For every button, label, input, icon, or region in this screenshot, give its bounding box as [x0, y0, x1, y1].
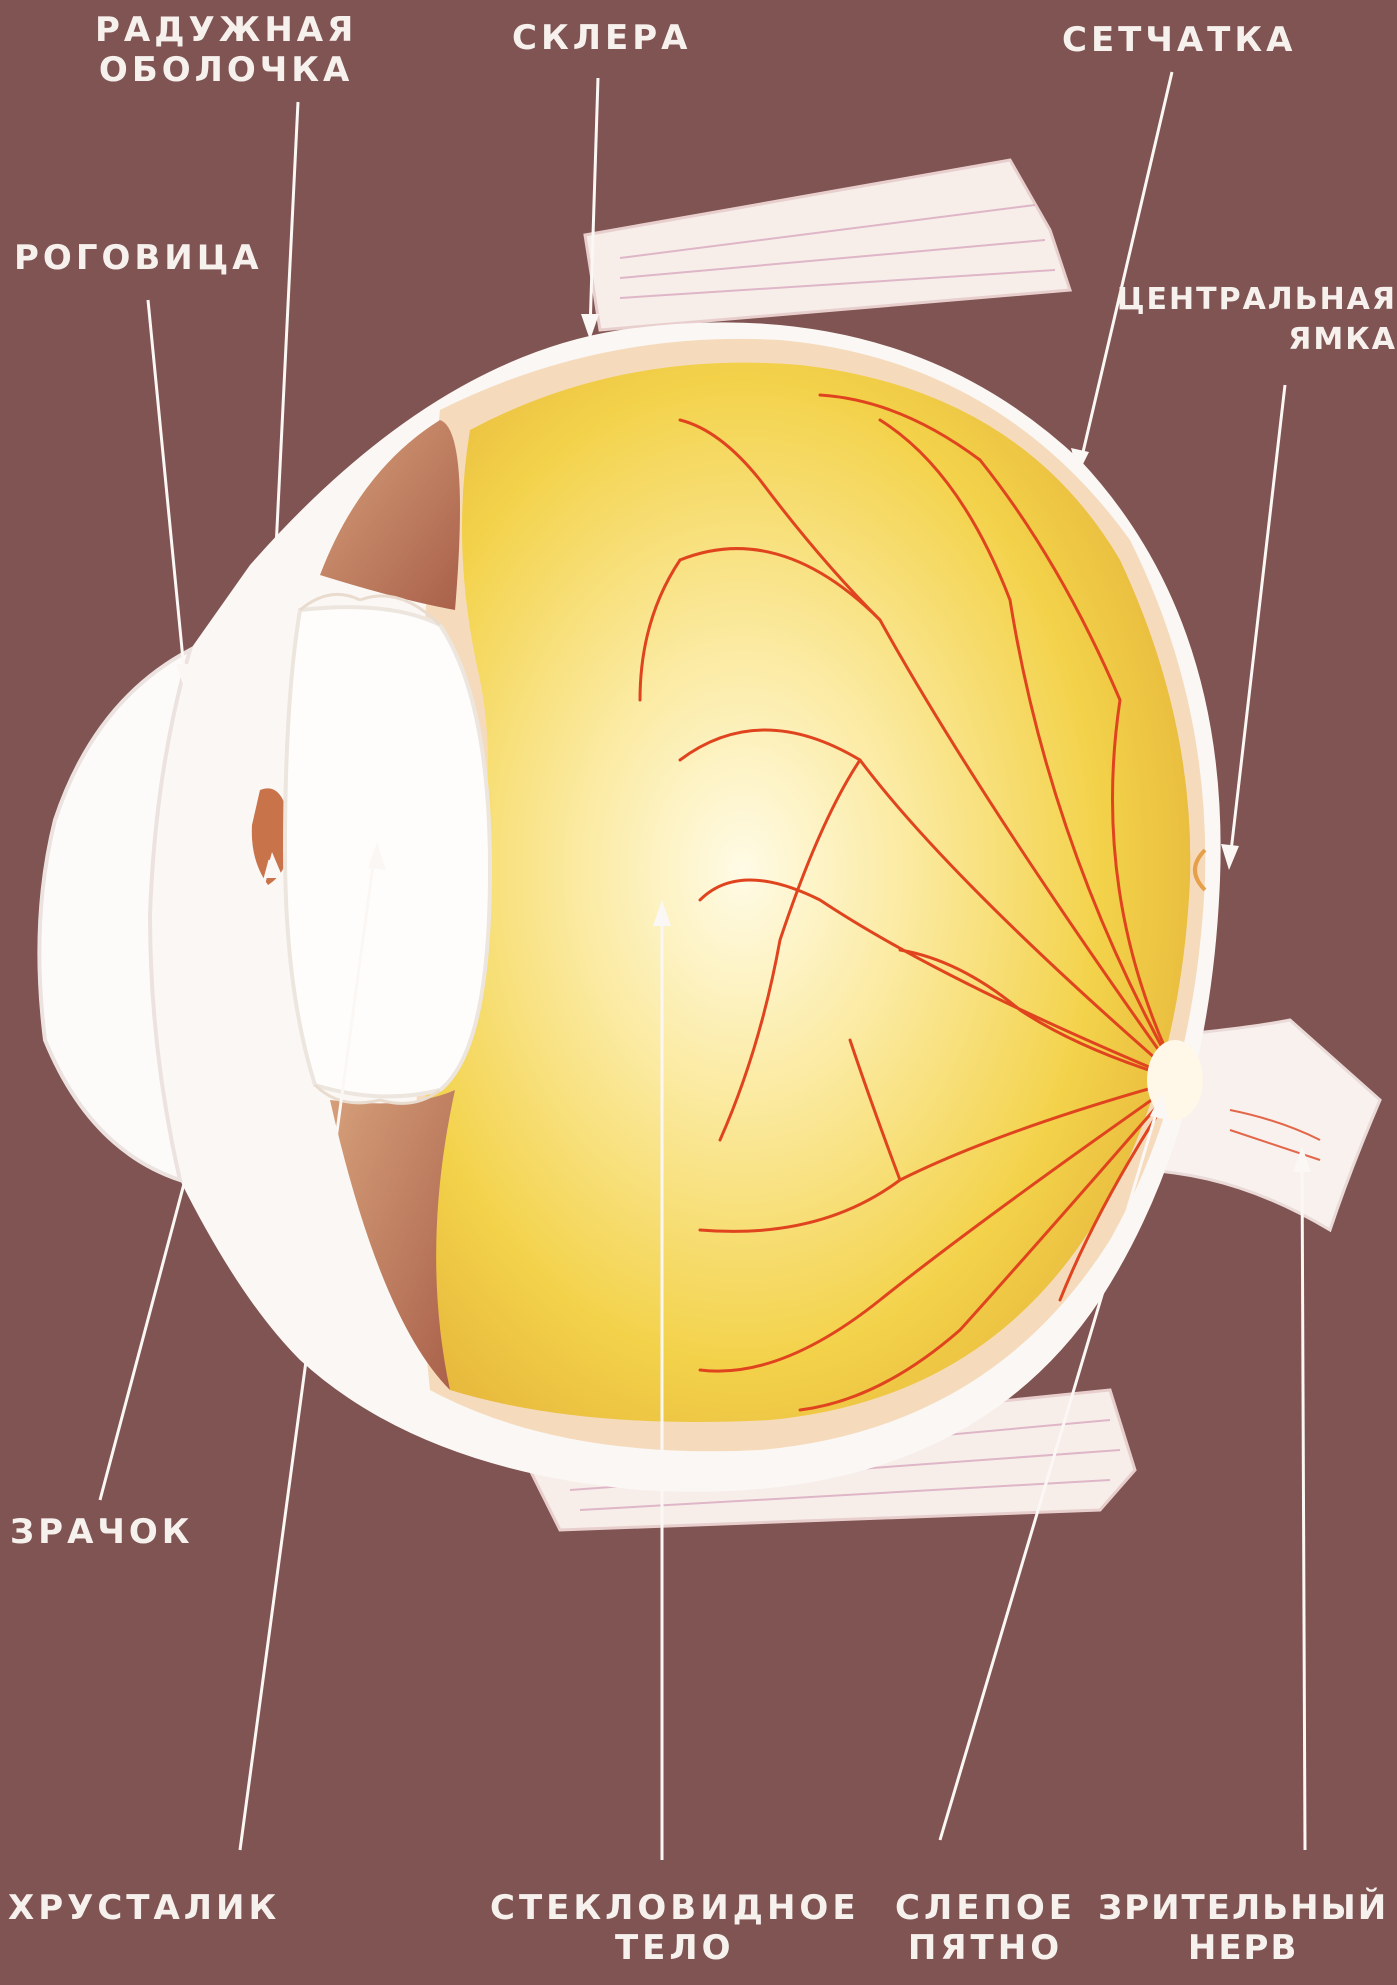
label-vitreous-line2: ТЕЛО — [490, 1928, 860, 1968]
label-lens-text: ХРУСТАЛИК — [8, 1888, 280, 1928]
label-blind-spot-line1: СЛЕПОЕ — [895, 1888, 1076, 1928]
label-retina-text: СЕТЧАТКА — [1062, 20, 1296, 60]
label-blind-spot: СЛЕПОЕ ПЯТНО — [895, 1888, 1076, 1968]
lens — [285, 607, 490, 1096]
label-retina: СЕТЧАТКА — [1062, 20, 1296, 60]
label-fovea: ЦЕНТРАЛЬНАЯ ЯМКА — [1117, 280, 1397, 360]
label-iris-line1: РАДУЖНАЯ — [95, 10, 357, 50]
label-fovea-line2: ЯМКА — [1117, 320, 1397, 360]
label-pupil-text: ЗРАЧОК — [10, 1512, 194, 1552]
label-optic-nerve: ЗРИТЕЛЬНЫЙ НЕРВ — [1098, 1888, 1388, 1968]
label-iris-line2: ОБОЛОЧКА — [95, 50, 357, 90]
label-cornea-text: РОГОВИЦА — [14, 238, 263, 278]
label-lens: ХРУСТАЛИК — [8, 1888, 280, 1928]
label-sclera-text: СКЛЕРА — [512, 18, 691, 58]
label-sclera: СКЛЕРА — [512, 18, 691, 58]
label-iris: РАДУЖНАЯ ОБОЛОЧКА — [95, 10, 357, 90]
label-cornea: РОГОВИЦА — [14, 238, 263, 278]
label-pupil: ЗРАЧОК — [10, 1512, 194, 1552]
label-vitreous-body: СТЕКЛОВИДНОЕ ТЕЛО — [490, 1888, 860, 1968]
label-blind-spot-line2: ПЯТНО — [895, 1928, 1076, 1968]
label-optic-nerve-line2: НЕРВ — [1098, 1928, 1388, 1968]
label-vitreous-line1: СТЕКЛОВИДНОЕ — [490, 1888, 860, 1928]
label-fovea-line1: ЦЕНТРАЛЬНАЯ — [1117, 280, 1397, 320]
label-optic-nerve-line1: ЗРИТЕЛЬНЫЙ — [1098, 1888, 1388, 1928]
